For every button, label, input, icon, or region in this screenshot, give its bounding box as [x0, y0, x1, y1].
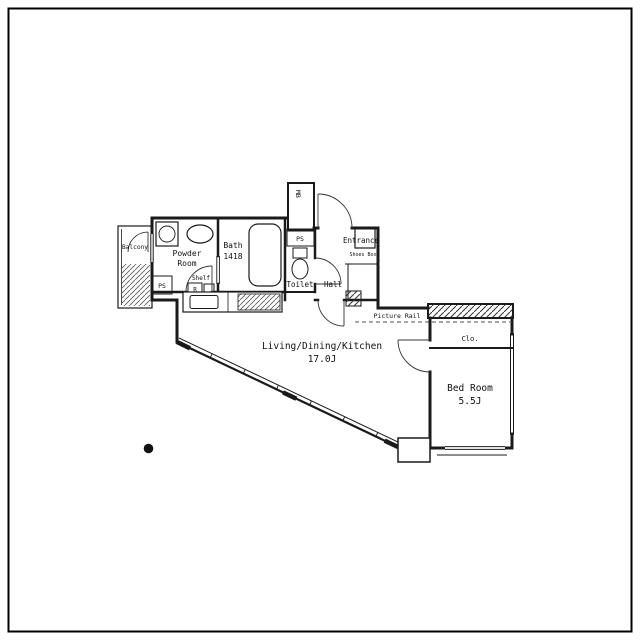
pipe-space-top-box [286, 229, 315, 247]
walls [150, 182, 514, 450]
balcony-label: Balcony [122, 244, 148, 251]
powder-room-label-line1: Powder [173, 249, 202, 258]
bath-size-label: 1418 [223, 252, 242, 261]
entrance-door-arc [317, 193, 353, 229]
toilet-label: Toilet [286, 280, 313, 289]
dot-marker [143, 443, 154, 454]
balcony-hatch [121, 264, 150, 306]
powder-room-label-line2: Room [177, 259, 196, 268]
border-frame [7, 7, 633, 633]
toilet-tank [292, 247, 308, 259]
bedroom-size-label: 5.5J [459, 396, 482, 407]
closet-label: Clo. [462, 335, 479, 343]
corner-step [397, 437, 431, 463]
shelf-label: Shelf [192, 275, 210, 282]
bedroom-windows [397, 437, 507, 463]
balcony-door-arc [127, 231, 149, 253]
bath-label: Bath [223, 241, 242, 250]
shoes-box-label: Shoes Box [349, 252, 376, 258]
pipe-space-top-label: PS [296, 235, 304, 243]
washing-machine [155, 221, 179, 247]
toilet-bowl [291, 258, 309, 280]
hall-door-arc [317, 299, 345, 327]
balcony [117, 225, 155, 309]
entrance-label: Entrance [343, 236, 380, 245]
diagonal-window-wall [176, 337, 401, 450]
bedroom-label: Bed Room [447, 383, 493, 394]
toilet-door-arc [314, 257, 342, 285]
labels: Balcony Powder Room Bath 1418 Toilet Hal… [122, 190, 493, 407]
bath-fixtures [216, 223, 282, 287]
bedroom-door-arc [397, 339, 431, 373]
kitchen-sink [189, 295, 219, 309]
ldk-label: Living/Dining/Kitchen [262, 341, 382, 352]
washbasin [186, 224, 214, 244]
bathtub [248, 223, 282, 287]
pipe-space-left-label: PS [158, 282, 166, 290]
meter-box-label: MB [294, 190, 302, 198]
kitchen [182, 291, 283, 313]
stove [237, 293, 281, 311]
pipe-space-entrance [345, 290, 362, 307]
powder-door-arc [185, 265, 213, 293]
ldk-size-label: 17.0J [308, 354, 337, 365]
picture-rail-label: Picture Rail [374, 312, 421, 320]
doors [185, 193, 431, 373]
exterior-wall-hatched [427, 303, 514, 319]
toilet-fixtures [286, 229, 315, 280]
refrigerator-label: R [193, 287, 197, 294]
shoes-box [354, 227, 376, 249]
hall-label: Hall [324, 280, 342, 289]
pipe-space-left-box [151, 275, 173, 295]
entrance-fixtures [345, 227, 378, 307]
